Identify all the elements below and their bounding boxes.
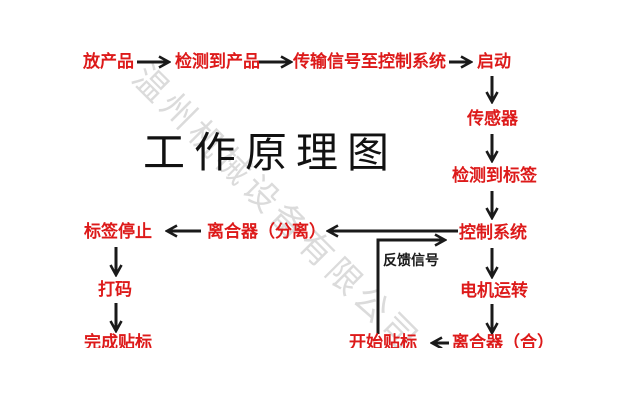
node-sensor: 传感器 — [467, 109, 518, 128]
feedback-signal-label: 反馈信号 — [383, 252, 439, 268]
node-start-labeling: 开始贴标 — [349, 333, 417, 352]
node-motor-run: 电机运转 — [460, 281, 528, 300]
node-start: 启动 — [477, 52, 511, 71]
node-detect-product: 检测到产品 — [175, 52, 260, 71]
node-clutch-engage: 离合器（合） — [452, 333, 554, 352]
node-place-product: 放产品 — [83, 52, 134, 71]
node-detect-label: 检测到标签 — [452, 166, 537, 185]
node-finish-labeling: 完成贴标 — [84, 333, 152, 352]
node-print-code: 打码 — [98, 280, 132, 299]
node-label-stop: 标签停止 — [84, 222, 152, 241]
node-control-system: 控制系统 — [459, 223, 527, 242]
node-transmit-signal: 传输信号至控制系统 — [293, 52, 446, 71]
arrow-feedback-line — [376, 240, 444, 334]
node-clutch-disengage: 离合器（分离） — [207, 222, 326, 241]
diagram-title: 工作原理图 — [143, 131, 399, 177]
bottom-clip-whitespace — [0, 348, 622, 405]
